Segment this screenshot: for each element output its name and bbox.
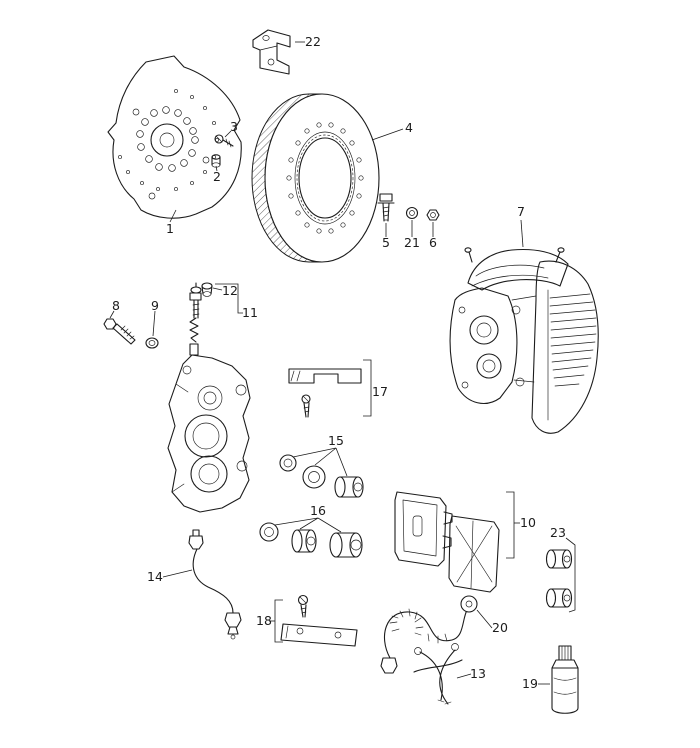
part-label-7: 7 xyxy=(517,204,525,219)
dust-cap-drawing xyxy=(201,282,213,297)
caliper-housing-drawing xyxy=(167,343,251,513)
part-label-12: 12 xyxy=(222,283,238,298)
caliper-drawing xyxy=(449,247,599,434)
fastener-2-drawing xyxy=(211,154,221,168)
leader-lines xyxy=(109,41,576,685)
part-label-2: 2 xyxy=(213,169,221,184)
part-label-19: 19 xyxy=(522,676,538,691)
piston-kit-16-drawing xyxy=(259,522,363,558)
washer-21-drawing xyxy=(405,206,419,220)
part-label-5: 5 xyxy=(382,235,390,250)
brake-pads-drawing xyxy=(394,491,500,593)
spring-plate-18-drawing xyxy=(280,594,358,647)
bolt-5-drawing xyxy=(377,193,395,222)
brake-disc-drawing xyxy=(251,93,380,263)
hose-coil xyxy=(389,608,448,644)
part-label-18: 18 xyxy=(256,613,272,628)
part-label-22: 22 xyxy=(305,34,321,49)
backing-plate-drawing xyxy=(107,55,242,219)
brake-hose-drawing xyxy=(380,595,478,674)
retaining-spring-drawing xyxy=(413,643,463,705)
part-label-20: 20 xyxy=(492,620,508,635)
part-label-3: 3 xyxy=(230,119,238,134)
bleeder-valve-drawing xyxy=(189,282,202,343)
bolt-8-drawing xyxy=(103,318,136,345)
part-label-6: 6 xyxy=(429,235,437,250)
nut-6-drawing xyxy=(426,209,440,221)
part-label-4: 4 xyxy=(405,120,413,135)
bolt-hole-ring xyxy=(136,106,199,172)
part-label-17: 17 xyxy=(372,384,388,399)
cross-drilled-holes xyxy=(286,122,364,234)
part-label-10: 10 xyxy=(520,515,536,530)
part-label-9: 9 xyxy=(151,298,159,313)
part-label-14: 14 xyxy=(147,569,163,584)
grease-tube-drawing xyxy=(551,645,579,714)
part-label-21: 21 xyxy=(404,235,420,250)
part-label-11: 11 xyxy=(242,305,258,320)
fastener-3-drawing xyxy=(214,134,234,148)
part-label-1: 1 xyxy=(166,221,174,236)
callout-labels: 1 2 3 4 5 6 7 8 9 10 11 12 13 14 15 16 1… xyxy=(112,34,566,691)
part-label-15: 15 xyxy=(328,433,344,448)
washer-9-drawing xyxy=(145,337,159,349)
bracket-drawing xyxy=(252,29,291,75)
part-label-8: 8 xyxy=(112,298,120,313)
caps-23-drawing xyxy=(545,549,573,608)
part-label-13: 13 xyxy=(470,666,486,681)
retainer-plate-17-drawing xyxy=(288,368,362,418)
part-label-16: 16 xyxy=(310,503,326,518)
cooling-fins xyxy=(549,293,597,387)
seal-kit-15-drawing xyxy=(279,454,364,498)
brake-pipe-drawing xyxy=(188,529,242,640)
rivet-dot-ring xyxy=(118,89,219,191)
part-label-23: 23 xyxy=(550,525,566,540)
